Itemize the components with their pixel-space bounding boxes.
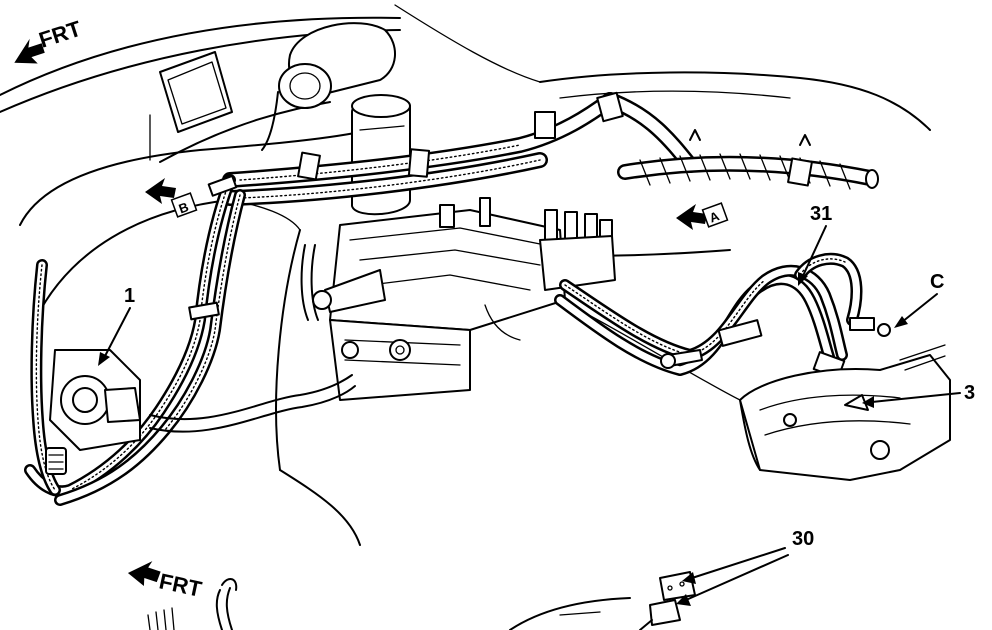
- view-arrow-icon: [145, 178, 176, 204]
- leader-arrow-icon: [894, 316, 908, 328]
- view-b-marker: B: [145, 178, 198, 218]
- callout-1-label: 1: [124, 285, 135, 307]
- callout-30-label: 30: [792, 528, 814, 550]
- front-label-bottom: FRT: [157, 568, 205, 601]
- vacuum-hoses-right: [554, 252, 891, 379]
- front-label-top: FRT: [36, 16, 85, 53]
- front-arrow-icon: [14, 38, 45, 64]
- front-arrow-top: FRT: [14, 16, 85, 64]
- transmission-housing: [739, 344, 951, 481]
- callout-30: 30: [676, 528, 814, 606]
- front-arrow-icon: [127, 561, 161, 586]
- leader-arrow-icon: [798, 272, 808, 286]
- front-arrow-bottom: FRT: [127, 561, 205, 602]
- view-c-label: C: [930, 271, 944, 293]
- leader-arrow-icon: [862, 396, 874, 408]
- callout-1: 1: [98, 285, 135, 366]
- wrapped-harness-right: [617, 129, 879, 190]
- callout-3-label: 3: [964, 382, 975, 404]
- wire-harness-upper: [222, 92, 698, 206]
- leader-arrow-icon: [676, 594, 691, 606]
- callout-31-label: 31: [810, 203, 832, 225]
- vacuum-hoses-left: [24, 91, 813, 506]
- leader-arrow-icon: [98, 352, 110, 366]
- leader-arrow-icon: [682, 572, 696, 584]
- bottom-inset-detail: [147, 571, 696, 630]
- callout-31: 31: [798, 203, 832, 286]
- view-a-marker: A: [676, 202, 729, 230]
- view-arrow-icon: [676, 204, 707, 230]
- vacuum-actuator: [45, 349, 141, 475]
- callout-c: C: [894, 271, 944, 328]
- callout-3: 3: [862, 382, 975, 408]
